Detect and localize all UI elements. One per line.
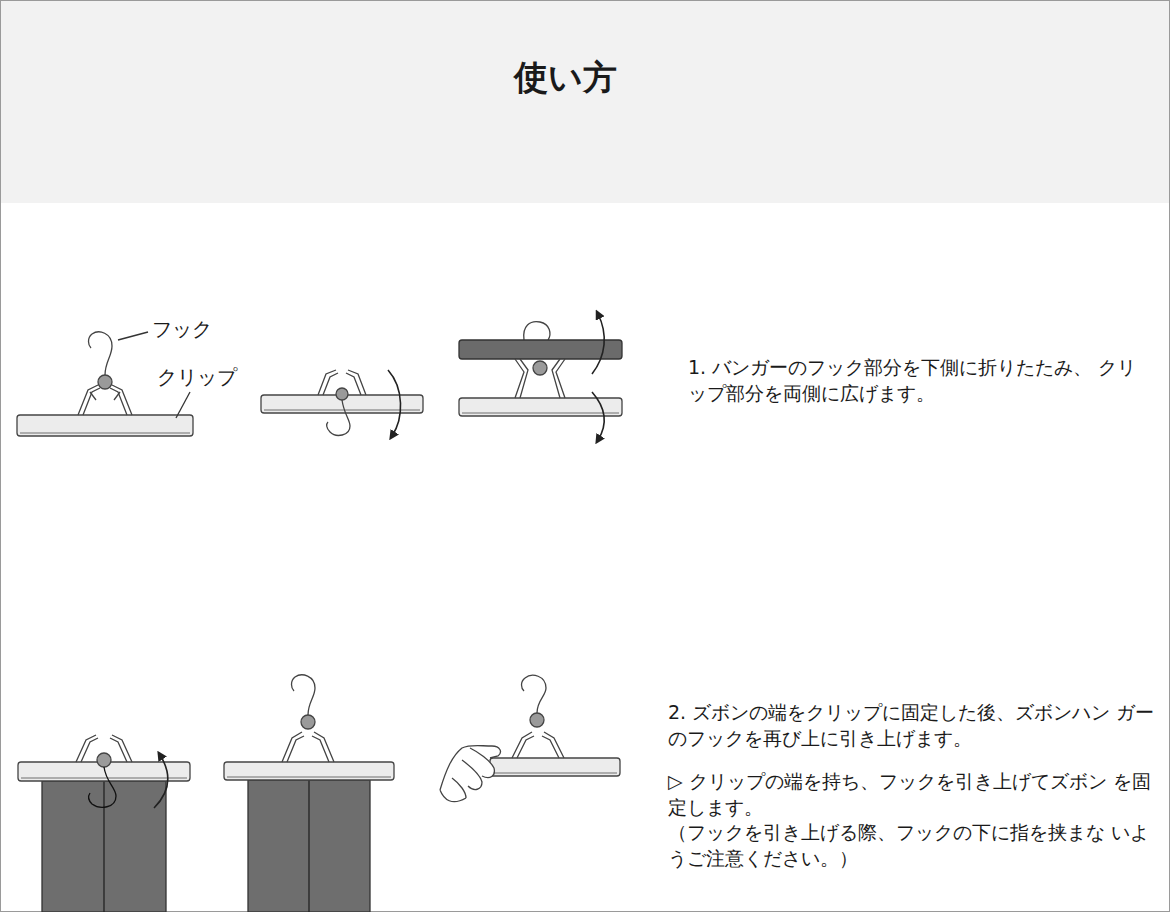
- part-name: フック: [152, 316, 212, 343]
- part-name: クリップ: [157, 364, 237, 391]
- caution-note: （フックを引き上げる際、フックの下に指を挟まな いようご注意ください。）: [668, 820, 1162, 871]
- header-band: [1, 1, 1169, 203]
- instruction-note: ▷ クリップの端を持ち、フックを引き上げてズボン を固定します。: [668, 769, 1162, 820]
- page-title: 使い方: [335, 55, 795, 101]
- step-text: 1. バンガーのフック部分を下側に折りたたみ、 クリップ部分を両側に広げます。: [688, 355, 1143, 406]
- step-text: 2. ズボンの端をクリップに固定した後、ズボンハン ガーのフックを再び上に引き上…: [668, 700, 1162, 751]
